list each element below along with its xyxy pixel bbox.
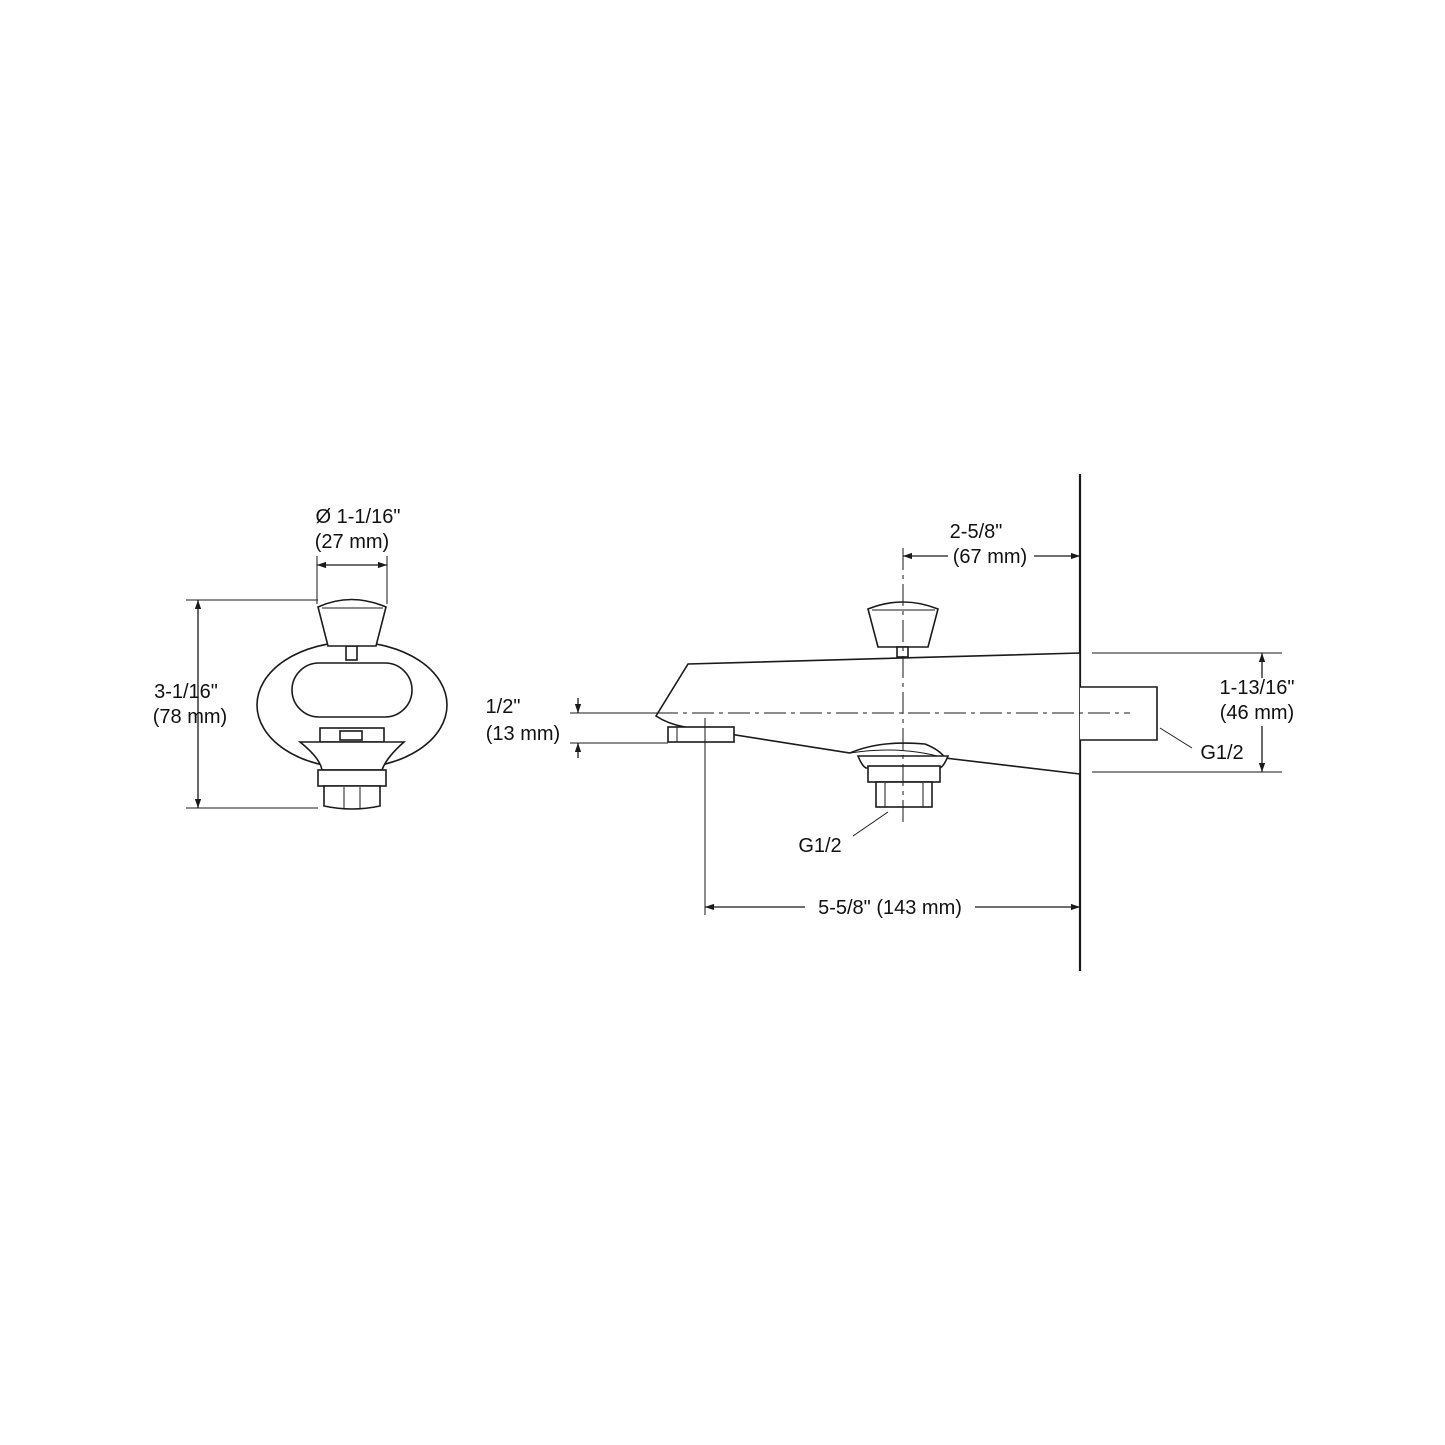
collar-tab [339,730,363,741]
dim-outlet-drop-inch: 1/2" [486,696,521,718]
spout-outlet [667,726,735,743]
bottom-fitting-nut [867,765,941,783]
dim-outlet-wall: 5-5/8" (143 mm) [818,897,962,919]
dim-body-height-mm: (46 mm) [1220,702,1294,724]
dim-body-height-inch: 1-13/16" [1220,677,1295,699]
fitting-thread [323,785,381,810]
dim-height-mm: (78 mm) [153,706,227,728]
spout-side-body [654,652,1081,775]
bottom-fitting-thread [875,781,933,808]
dim-diverter-wall-inch: 2-5/8" [950,521,1003,543]
dim-diverter-wall-mm: (67 mm) [953,546,1027,568]
spout-front-opening [291,662,413,718]
dim-outlet-drop-mm: (13 mm) [486,723,560,745]
dim-height-inch: 3-1/16" [154,681,218,703]
diverter-knob-front [317,598,387,647]
dim-diameter-inch: Ø 1-1/16" [316,506,401,528]
thread-rear-label: G1/2 [1200,742,1243,764]
spout-flare [297,741,407,771]
side-view: 2-5/8" (67 mm) 1/2" (13 mm) 1-13/16" (46… [486,474,1295,971]
diverter-stem [345,645,358,661]
thread-bottom-label: G1/2 [798,835,841,857]
front-view: Ø 1-1/16" (27 mm) 3-1/16" (78 mm) [153,506,448,810]
dim-diameter-mm: (27 mm) [315,531,389,553]
fitting-nut [317,769,387,787]
